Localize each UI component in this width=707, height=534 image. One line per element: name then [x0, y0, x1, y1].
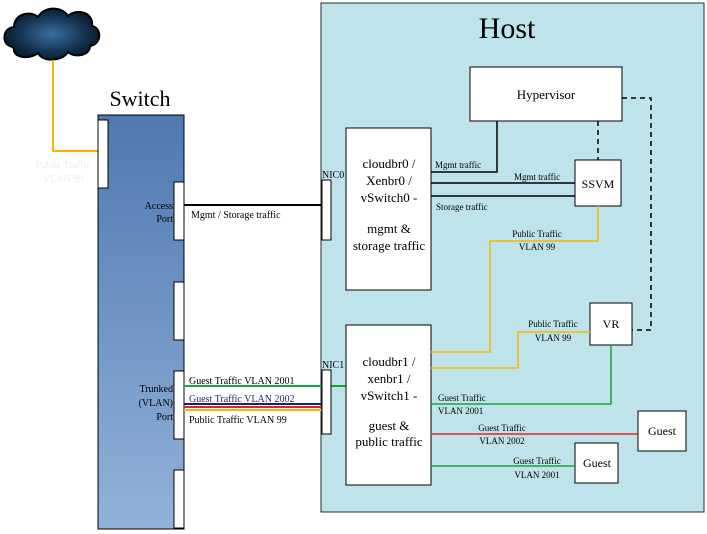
nic1-label: NIC1 — [322, 360, 344, 371]
bridge0-line-4: mgmt & — [367, 221, 411, 236]
ssvm-label: SSVM — [582, 177, 615, 191]
cloud-uplink-line — [52, 60, 98, 152]
gt-gb-label-2: VLAN 2001 — [514, 470, 559, 480]
guest-b-label: Guest — [583, 456, 612, 470]
public-ssvm-line — [431, 206, 599, 353]
gt-vr-label-2: VLAN 2001 — [438, 406, 483, 416]
access-port-label-1: Access — [145, 201, 173, 212]
switch-uplink-port — [97, 119, 109, 189]
bridge1-line-5: public traffic — [355, 434, 422, 449]
gt-ga-label-2: VLAN 2002 — [479, 436, 524, 446]
nic0-port — [321, 179, 332, 241]
hypervisor-box — [469, 66, 623, 122]
trunk-port-label-2: (VLAN) — [139, 398, 173, 409]
internet-cloud-icon — [3, 7, 101, 61]
guest-vr-line — [431, 345, 612, 405]
mgmt-hypervisor-line — [431, 121, 498, 173]
access-port-label-2: Port — [156, 214, 173, 225]
mgmt-storage-label: Mgmt / Storage traffic — [191, 210, 281, 221]
pub-ssvm-label-1: Public Traffic — [512, 229, 562, 239]
guest-a-label: Guest — [648, 424, 677, 438]
pub-vr-label-2: VLAN 99 — [535, 333, 572, 343]
switch-port-3 — [173, 281, 185, 341]
public-vr-line — [431, 331, 590, 369]
vr-box — [589, 302, 633, 346]
cloud-public-label-1: Public Traffic — [35, 160, 91, 171]
guest-a-box — [637, 410, 687, 452]
pub-vr-label-1: Public Traffic — [528, 319, 578, 329]
mgmt-traffic-label-b: Mgmt traffic — [514, 172, 560, 182]
bridge0-line-2: Xenbr0 / — [366, 173, 412, 188]
bridge1-box — [345, 324, 432, 486]
vr-label: VR — [603, 317, 620, 331]
switch-port-5 — [173, 469, 185, 529]
nic0-label: NIC0 — [322, 170, 344, 181]
bridge1-line-1: cloudbr1 / — [362, 354, 415, 369]
guest-2002-trunk-label: Guest Traffic VLAN 2002 — [189, 394, 294, 405]
switch-access-port — [173, 181, 185, 241]
gt-ga-label-1: Guest Traffic — [478, 423, 526, 433]
guest-2001-trunk-label: Guest Traffic VLAN 2001 — [189, 376, 294, 387]
cloud-public-label-2: VLAN 99 — [43, 174, 83, 185]
bridge0-line-5: storage traffic — [353, 238, 426, 253]
public-trunk-label: Public Traffic VLAN 99 — [189, 415, 287, 426]
switch-body — [97, 114, 185, 530]
pub-ssvm-label-2: VLAN 99 — [519, 242, 556, 252]
mgmt-traffic-label-a: Mgmt traffic — [435, 160, 481, 170]
switch-title: Switch — [109, 86, 170, 111]
bridge1-line-3: vSwitch1 - — [361, 388, 418, 403]
hypervisor-vr-dashed — [622, 97, 652, 331]
trunk-port-label-3: Port — [156, 412, 173, 423]
guest-b-box — [574, 442, 619, 484]
bridge0-box — [345, 127, 432, 291]
bridge1-line-2: xenbr1 / — [368, 371, 411, 386]
bridge0-line-1: cloudbr0 / — [362, 156, 415, 171]
gt-vr-label-1: Guest Traffic — [438, 393, 486, 403]
nic1-port — [321, 369, 332, 435]
bridge1-line-4: guest & — [369, 418, 410, 433]
gt-gb-label-1: Guest Traffic — [513, 456, 561, 466]
bridge0-line-3: vSwitch0 - — [361, 190, 418, 205]
hypervisor-label: Hypervisor — [517, 87, 576, 102]
storage-traffic-label: Storage traffic — [436, 202, 488, 212]
trunk-port-label-1: Trunked — [139, 384, 173, 395]
host-title: Host — [479, 12, 536, 45]
switch-trunk-port — [173, 370, 185, 440]
